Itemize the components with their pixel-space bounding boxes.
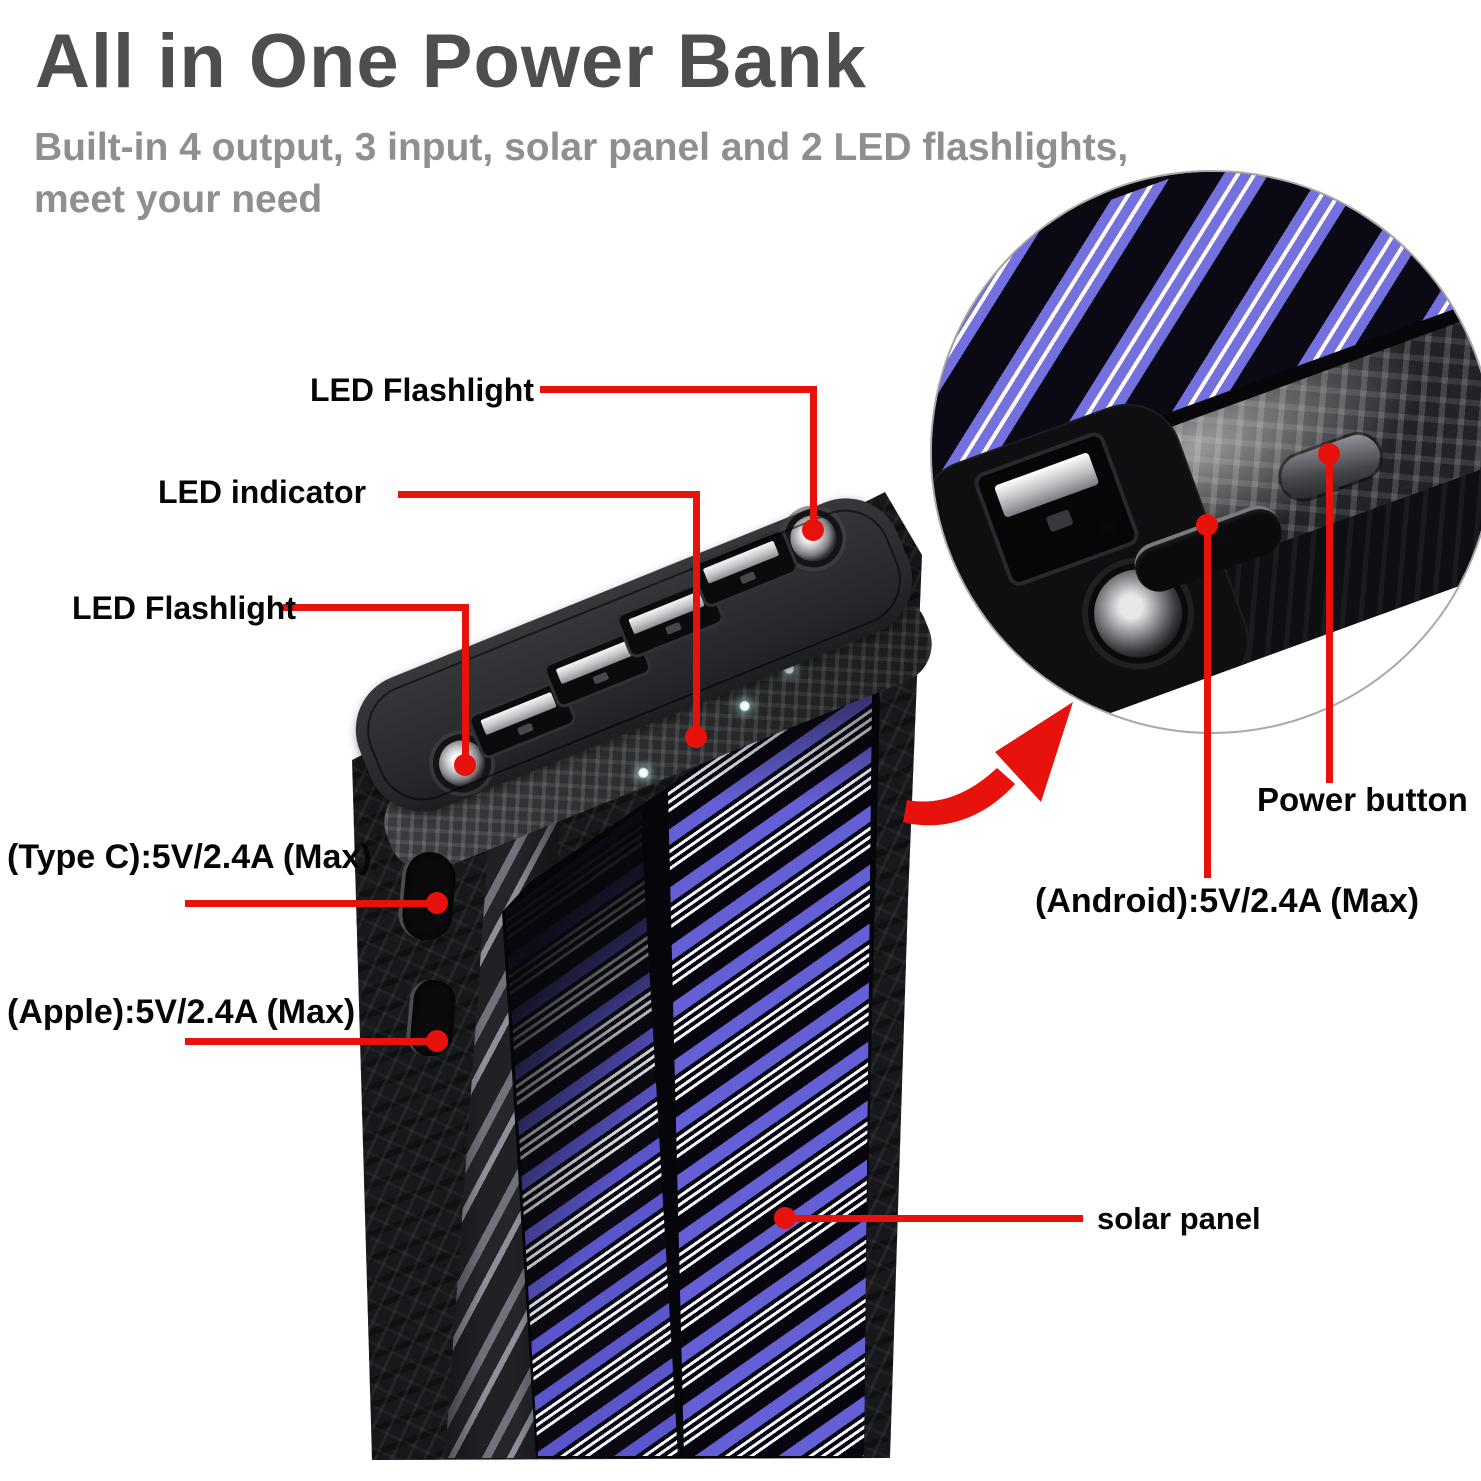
callout-line — [1326, 454, 1333, 783]
callout-dot — [774, 1207, 796, 1229]
callout-line — [462, 604, 469, 769]
label-android-port: (Android):5V/2.4A (Max) — [1035, 882, 1420, 920]
callout-dot — [454, 754, 476, 776]
usb-contact — [739, 571, 757, 585]
callout-line — [540, 386, 816, 393]
usb-output-port-2 — [541, 627, 654, 711]
callout-line — [283, 604, 469, 611]
page-subtitle: Built-in 4 output, 3 input, solar panel … — [34, 122, 1128, 227]
callout-dot — [426, 892, 448, 914]
callout-line — [785, 1215, 1083, 1222]
callout-dot — [1196, 514, 1218, 536]
usb-output-port-3 — [613, 577, 727, 661]
usb-tongue — [702, 540, 780, 584]
callout-line — [398, 491, 700, 498]
usb-output-port-4 — [688, 526, 801, 610]
solar-panel-right-column — [668, 664, 872, 1456]
label-solar-panel: solar panel — [1097, 1201, 1261, 1236]
led-indicator-dot — [636, 765, 651, 781]
label-led-indicator: LED indicator — [158, 474, 367, 510]
usb-tongue — [480, 691, 557, 736]
callout-dot — [426, 1030, 448, 1052]
callout-dot — [1318, 443, 1340, 465]
callout-line — [693, 491, 700, 741]
label-led-flashlight-left: LED Flashlight — [72, 590, 296, 626]
usb-contact — [664, 621, 682, 635]
label-apple-port: (Apple):5V/2.4A (Max) — [7, 993, 356, 1031]
inset-usb-output-port — [971, 429, 1142, 590]
usb-contact — [516, 722, 534, 736]
callout-dot — [802, 519, 824, 541]
label-led-flashlight-top: LED Flashlight — [310, 372, 534, 408]
label-type-c-port: (Type C):5V/2.4A (Max) — [7, 838, 372, 876]
led-indicator-dot — [737, 698, 752, 714]
usb-contact — [592, 671, 610, 685]
callout-dot — [685, 726, 707, 748]
callout-line — [185, 900, 441, 907]
callout-line — [185, 1038, 441, 1045]
usb-output-port-1 — [465, 678, 579, 761]
usb-tongue — [555, 640, 633, 685]
subtitle-line-2: meet your need — [34, 178, 323, 222]
red-arrow-icon — [903, 702, 1073, 826]
label-power-button: Power button — [1257, 781, 1468, 818]
callout-line — [810, 386, 817, 534]
subtitle-line-1: Built-in 4 output, 3 input, solar panel … — [34, 126, 1129, 169]
usb-contact — [1045, 509, 1074, 533]
usb-tongue — [993, 451, 1100, 519]
page-title: All in One Power Bank — [35, 19, 867, 104]
callout-line — [1204, 525, 1211, 878]
